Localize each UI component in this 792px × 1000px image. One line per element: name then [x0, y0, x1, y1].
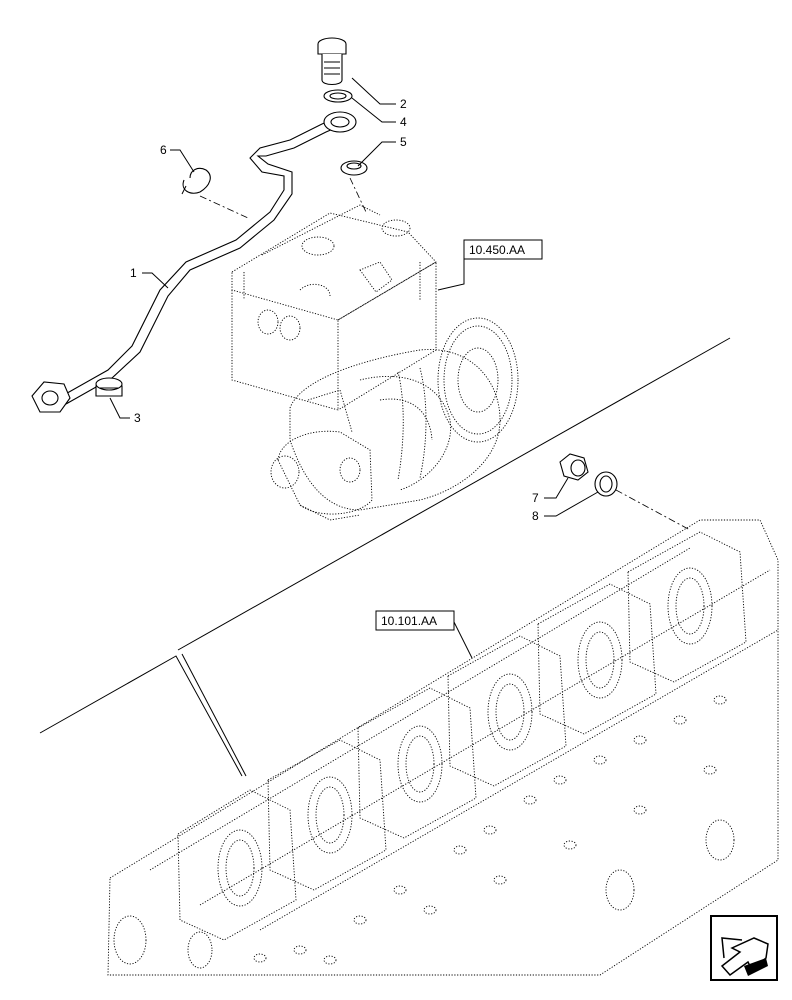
reference-box-head[interactable]: 10.101.AA: [375, 610, 455, 631]
callout-8: 8: [532, 509, 539, 523]
fuel-pump: [231, 204, 519, 521]
sealing-washer-lower-inner: [346, 162, 362, 170]
reference-box-pump[interactable]: 10.450.AA: [463, 239, 543, 260]
callout-leaders: [109, 77, 599, 659]
arrow-view-icon[interactable]: [710, 915, 778, 981]
pipe-clamp: [181, 167, 211, 195]
cylinder-head: [107, 519, 779, 976]
reference-label-pump: 10.450.AA: [469, 243, 525, 257]
callout-2: 2: [400, 97, 407, 111]
banjo-bolt: [317, 37, 347, 86]
callout-6: 6: [160, 143, 167, 157]
plug: [559, 453, 589, 481]
reference-label-head: 10.101.AA: [381, 614, 437, 628]
callout-1: 1: [130, 266, 137, 280]
assembly-lines: [199, 177, 691, 531]
callout-4: 4: [400, 115, 407, 129]
fuel-pipe: [31, 111, 357, 413]
callout-3: 3: [134, 411, 141, 425]
sealing-ring: [594, 471, 618, 497]
callout-5: 5: [400, 135, 407, 149]
adapter-fitting: [95, 377, 123, 397]
callout-7: 7: [532, 491, 539, 505]
section-divider: [39, 337, 731, 777]
sealing-washer-upper-inner: [329, 92, 347, 100]
